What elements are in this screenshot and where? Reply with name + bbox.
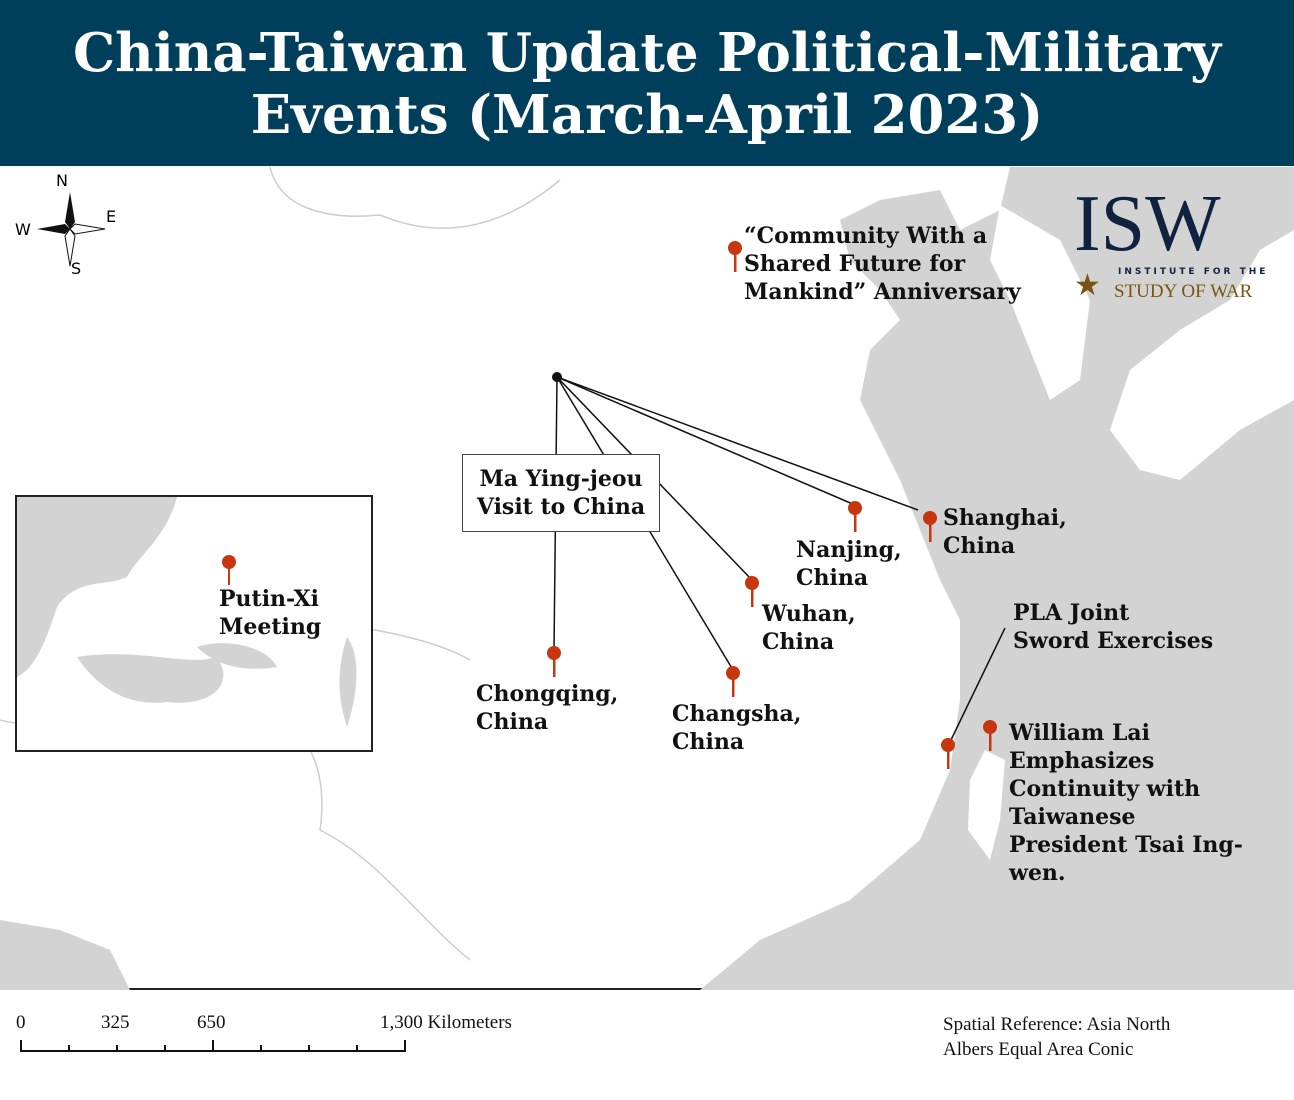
land-islands <box>968 205 1294 860</box>
compass-n: N <box>56 171 68 190</box>
isw-logo: ISW INSTITUTE FOR THE ★ STUDY OF WAR <box>1074 184 1289 308</box>
scale-label-1300: 1,300 Kilometers <box>380 1012 512 1033</box>
event-label-william-lai: William Lai Emphasizes Continuity with T… <box>1009 720 1243 886</box>
event-label-wuhan: Wuhan, China <box>762 601 856 655</box>
pin-icon-chongqing <box>547 646 561 677</box>
event-label-changsha: Changsha, China <box>672 701 802 755</box>
pin-icon-shanghai <box>923 511 937 542</box>
event-label-nanjing: Nanjing, China <box>796 537 902 591</box>
pin-icon-changsha <box>726 666 740 697</box>
map-title: China-Taiwan Update Political-Military E… <box>0 0 1294 166</box>
event-label-shanghai: Shanghai, China <box>943 505 1067 559</box>
pin-icon-pla-exercises <box>941 738 955 769</box>
pin-icon-nanjing <box>848 501 862 532</box>
compass-w: W <box>15 220 31 239</box>
origin-point <box>552 372 562 382</box>
pin-icon-wuhan <box>745 576 759 607</box>
pin-icon-william-lai <box>983 720 997 751</box>
logo-letters: ISW <box>1074 180 1221 268</box>
scale-label-325: 325 <box>101 1012 130 1033</box>
event-label-pla-exercises: PLA Joint Sword Exercises <box>1013 600 1214 654</box>
event-label-putin-xi: Putin-Xi Meeting <box>219 586 322 640</box>
scale-label-0: 0 <box>16 1012 26 1033</box>
compass-s: S <box>71 259 82 278</box>
inset-map-europe: Putin-Xi Meeting <box>15 495 373 752</box>
event-label-chongqing: Chongqing, China <box>476 681 619 735</box>
compass-e: E <box>106 207 117 226</box>
spatial-reference: Spatial Reference: Asia North Albers Equ… <box>943 1014 1171 1060</box>
logo-line2: STUDY OF WAR <box>1114 281 1253 302</box>
taiwan-shape <box>968 750 1005 860</box>
event-label-community: “Community With a Shared Future for Mank… <box>744 223 1021 305</box>
callout-ma-ying-jeou: Ma Ying-jeou Visit to China <box>462 454 660 532</box>
logo-line1: INSTITUTE FOR THE <box>1118 267 1269 277</box>
map-area: Putin-Xi Meeting N E S W ISW INSTITUTE F… <box>0 166 1294 990</box>
scale-label-650: 650 <box>197 1012 226 1033</box>
compass-rose: N E S W <box>15 171 125 279</box>
pin-icon-community <box>728 241 742 272</box>
star-icon: ★ <box>1074 268 1101 303</box>
